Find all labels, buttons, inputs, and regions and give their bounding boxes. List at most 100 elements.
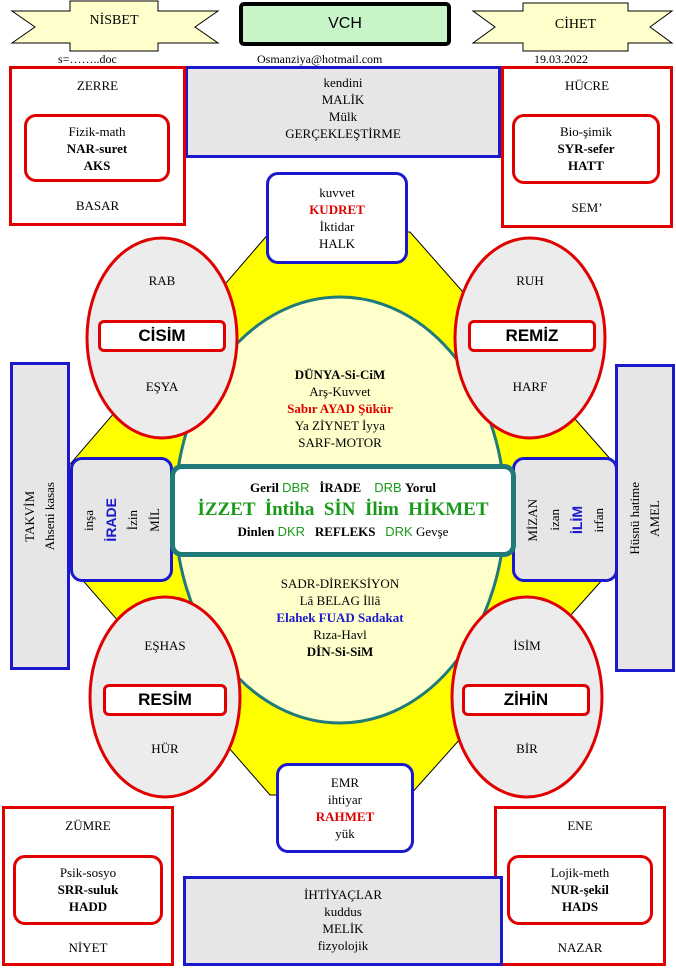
kudret-line: kuvvet xyxy=(319,185,355,200)
cisim-bottom: EŞYA xyxy=(145,379,179,394)
gevse-text: Gevşe xyxy=(415,524,449,539)
resim-top: EŞHAS xyxy=(144,638,186,653)
resim-group: EŞHAS RESİM HÜR xyxy=(90,597,240,797)
zihin-group: İSİM ZİHİN BİR xyxy=(452,597,602,797)
ene-bottom: NAZAR xyxy=(557,940,603,955)
email[interactable]: Osmanziya@hotmail.com xyxy=(257,52,383,66)
takvim-bar: TAKVİM Ahseni kasas xyxy=(10,362,70,670)
remiz-label: REMİZ xyxy=(468,320,596,352)
hucre-box: HÜCRE Bio-şimik SYR-sefer HATT SEM’ xyxy=(501,66,673,228)
bottom-center-line: İHTİYAÇLAR xyxy=(304,887,382,902)
kudret-line: İktidar xyxy=(319,219,355,234)
drk-text: DRK xyxy=(385,524,413,539)
ilim-title: İLİM xyxy=(568,506,585,534)
irade-col: MİL xyxy=(147,508,162,532)
top-center-line: kendini xyxy=(323,75,363,90)
zumre-line2: SRR-suluk xyxy=(57,882,119,897)
zumre-line3: HADD xyxy=(68,899,108,914)
zerre-bottom: BASAR xyxy=(75,198,120,213)
oval-top-line: Sabır AYAD Şükür xyxy=(287,401,393,416)
amel-label: AMEL xyxy=(647,499,662,537)
dkr-text: DKR xyxy=(277,524,306,539)
ribbon-nisbet xyxy=(10,0,220,52)
oval-top-line: Arş-Kuvvet xyxy=(309,384,371,399)
refleks-text: REFLEKS xyxy=(314,524,376,539)
remiz-bottom: HARF xyxy=(512,379,548,394)
drb-text: DRB xyxy=(374,480,402,495)
oval-top-line: DÜNYA-Si-CiM xyxy=(294,367,386,382)
yorul-text: Yorul xyxy=(404,480,436,495)
zerre-top: ZERRE xyxy=(76,78,119,93)
hucre-line3: HATT xyxy=(568,158,604,173)
top-center-box: kendini MALİK Mülk GERÇEKLEŞTİRME xyxy=(185,66,501,158)
zerre-box: ZERRE Fizik-math NAR-suret AKS BASAR xyxy=(9,66,186,226)
cisim-top: RAB xyxy=(148,273,176,288)
takvim-label: TAKVİM xyxy=(22,490,37,542)
oval-bottom-line: DİN-Si-SiM xyxy=(306,644,374,659)
zumre-box: ZÜMRE Psik-sosyo SRR-suluk HADD NİYET xyxy=(2,806,174,966)
hucre-bottom: SEM’ xyxy=(571,200,603,215)
oval-bottom-line: Rıza-Havl xyxy=(313,627,367,642)
dinlen-text: Dinlen xyxy=(237,524,275,539)
cisim-group: RAB CİSİM EŞYA xyxy=(87,238,237,438)
zihin-bottom: BİR xyxy=(516,741,538,756)
oval-top-text: DÜNYA-Si-CiM Arş-Kuvvet Sabır AYAD Şükür… xyxy=(220,366,460,451)
irade-col: İzin xyxy=(125,509,140,531)
hucre-line1: Bio-şimik xyxy=(559,124,612,139)
rahmet-box: EMR ihtiyar RAHMET yük xyxy=(276,763,414,853)
center-box: Geril DBR İRADE DRB Yorul İZZET İntiha S… xyxy=(170,464,516,557)
cisim-label: CİSİM xyxy=(98,320,226,352)
center-row-1: Geril DBR İRADE DRB Yorul xyxy=(175,479,511,497)
geril-text: Geril xyxy=(249,480,279,495)
remiz-group: RUH REMİZ HARF xyxy=(455,238,605,438)
ene-inner: Lojik-meth NUR-şekil HADS xyxy=(507,855,653,925)
nisbet-label: NİSBET xyxy=(89,13,139,28)
rahmet-line: yük xyxy=(335,826,355,841)
oval-bottom-line: SADR-DİREKSİYON xyxy=(280,576,400,591)
remiz-top: RUH xyxy=(516,273,544,288)
kudret-box: kuvvet KUDRET İktidar HALK xyxy=(266,172,408,264)
rahmet-title: RAHMET xyxy=(315,809,375,824)
oval-top-line: Ya ZİYNET İyya xyxy=(294,418,386,433)
resim-bottom: HÜR xyxy=(151,741,179,756)
bottom-center-line: fizyolojik xyxy=(317,938,369,953)
zerre-line3: AKS xyxy=(83,158,111,173)
rahmet-line: EMR xyxy=(330,775,360,790)
zumre-inner: Psik-sosyo SRR-suluk HADD xyxy=(13,855,163,925)
irade-box: inşa İRADE İzin MİL xyxy=(70,457,173,582)
ilim-col: izan xyxy=(546,509,562,531)
date: 19.03.2022 xyxy=(534,52,588,66)
top-center-line: Mülk xyxy=(328,109,358,124)
bottom-center-line: MELİK xyxy=(322,921,364,936)
ilim-col: irfan xyxy=(590,507,606,533)
ribbon-cihet xyxy=(471,2,674,52)
ene-line2: NUR-şekil xyxy=(551,882,609,897)
top-center-line: GERÇEKLEŞTİRME xyxy=(285,126,401,141)
center-row-3: Dinlen DKR REFLEKS DRK Gevşe xyxy=(175,523,511,541)
zerre-line1: Fizik-math xyxy=(68,124,126,139)
irade-text: İRADE xyxy=(319,480,362,495)
ahseni-kasas-label: Ahseni kasas xyxy=(42,481,57,551)
kudret-title: KUDRET xyxy=(309,202,365,217)
rahmet-line: ihtiyar xyxy=(328,792,362,807)
zumre-top: ZÜMRE xyxy=(65,818,111,833)
ene-line3: HADS xyxy=(561,899,599,914)
oval-bottom-line: Lâ BELAG İllâ xyxy=(299,593,381,608)
zumre-bottom: NİYET xyxy=(68,940,108,955)
zerre-inner: Fizik-math NAR-suret AKS xyxy=(24,114,170,182)
resim-label: RESİM xyxy=(103,684,227,716)
ene-line1: Lojik-meth xyxy=(550,865,610,880)
oval-bottom-line: Elahek FUAD Sadakat xyxy=(276,610,404,625)
file-name: s=……..doc xyxy=(58,52,117,66)
ilim-col: MİZAN xyxy=(524,498,540,542)
bottom-center-line: kuddus xyxy=(324,904,362,919)
irade-col: inşa xyxy=(81,509,96,531)
cihet-label: CİHET xyxy=(554,17,597,32)
oval-top-line: SARF-MOTOR xyxy=(298,435,382,450)
bottom-center-box: İHTİYAÇLAR kuddus MELİK fizyolojik xyxy=(183,876,503,966)
zerre-line2: NAR-suret xyxy=(66,141,128,156)
amel-bar: Hüsnü hatime AMEL xyxy=(615,364,675,672)
hucre-line2: SYR-sefer xyxy=(557,141,615,156)
dbr-text: DBR xyxy=(282,480,310,495)
zihin-top: İSİM xyxy=(513,638,541,653)
